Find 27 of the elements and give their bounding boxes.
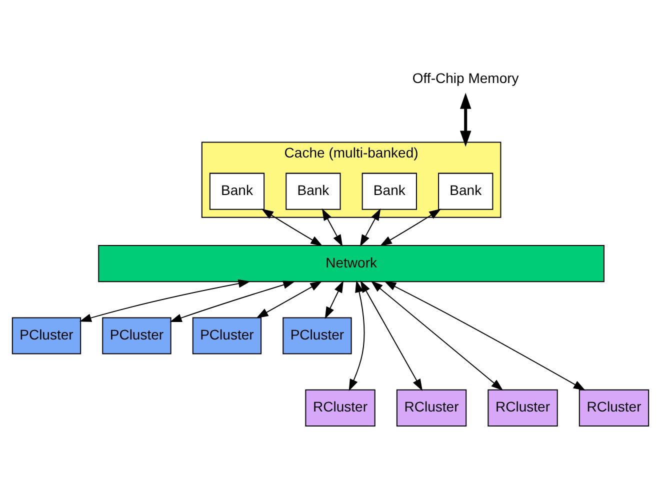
arrow (360, 208, 381, 246)
arrow (256, 280, 322, 318)
node-text: Off-Chip Memory (412, 69, 519, 86)
node-box: PCluster (282, 316, 352, 354)
arrow (170, 280, 296, 322)
node-box: RCluster (396, 388, 467, 426)
node-box: PCluster (102, 316, 172, 354)
arrow (348, 280, 365, 391)
arrow (324, 280, 344, 318)
arrow (261, 208, 323, 246)
arrow (360, 280, 423, 391)
arrow (380, 208, 442, 246)
arrow (370, 280, 504, 390)
arrow (384, 280, 586, 390)
node-box: PCluster (192, 316, 262, 354)
arrow (322, 208, 343, 246)
arrow (460, 92, 472, 146)
node-box: Bank (209, 172, 265, 210)
node-box: Bank (438, 172, 494, 210)
node-box: Bank (362, 172, 417, 210)
node-box: Network (98, 244, 604, 282)
node-box: RCluster (578, 388, 650, 426)
arrow (79, 278, 250, 322)
node-box: RCluster (488, 388, 558, 426)
node-box: Bank (286, 172, 341, 210)
node-box: PCluster (12, 316, 82, 354)
node-box: RCluster (305, 388, 376, 426)
